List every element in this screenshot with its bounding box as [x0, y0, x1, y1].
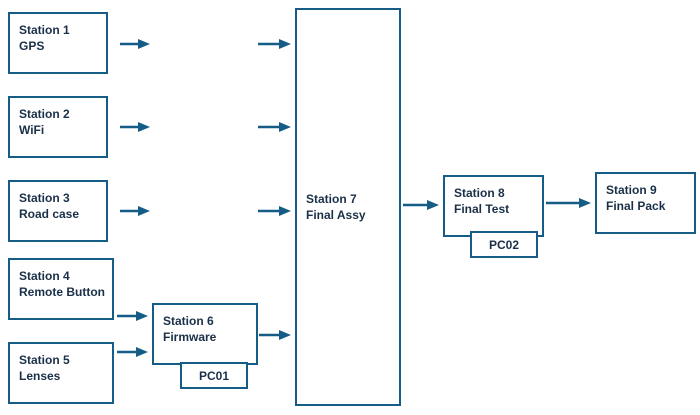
node-subtitle: Final Test: [454, 202, 510, 216]
node-title: Station 6: [163, 314, 214, 328]
node-title: Station 2: [19, 107, 70, 121]
node-subtitle: Final Assy: [306, 208, 366, 222]
node-station-9: Station 9 Final Pack: [595, 172, 696, 234]
node-station-3: Station 3 Road case: [8, 180, 108, 242]
node-subtitle: Final Pack: [606, 199, 666, 213]
node-station-5: Station 5 Lenses: [8, 342, 114, 404]
pc-label: PC01: [198, 368, 230, 383]
node-station-1: Station 1 GPS: [8, 12, 108, 74]
node-station-2: Station 2 WiFi: [8, 96, 108, 158]
node-subtitle: Lenses: [19, 369, 61, 383]
node-title: Station 4: [19, 269, 70, 283]
node-title: Station 9: [606, 183, 657, 197]
node-title: Station 7: [306, 192, 357, 206]
node-title: Station 3: [19, 191, 70, 205]
node-subtitle: Road case: [19, 207, 80, 221]
node-title: Station 5: [19, 353, 70, 367]
node-title: Station 8: [454, 186, 505, 200]
pc-label: PC02: [488, 237, 520, 252]
node-title: Station 1: [19, 23, 70, 37]
node-pc01: PC01: [180, 362, 248, 389]
node-pc02: PC02: [470, 231, 538, 258]
node-station-8: Station 8 Final Test: [443, 175, 544, 237]
node-station-7: Station 7 Final Assy: [295, 8, 401, 406]
node-subtitle: Firmware: [163, 330, 217, 344]
node-subtitle: GPS: [19, 39, 45, 53]
node-station-6: Station 6 Firmware: [152, 303, 258, 365]
node-station-4: Station 4 Remote Button: [8, 258, 114, 320]
node-subtitle: Remote Button: [19, 285, 105, 299]
node-subtitle: WiFi: [19, 123, 45, 137]
